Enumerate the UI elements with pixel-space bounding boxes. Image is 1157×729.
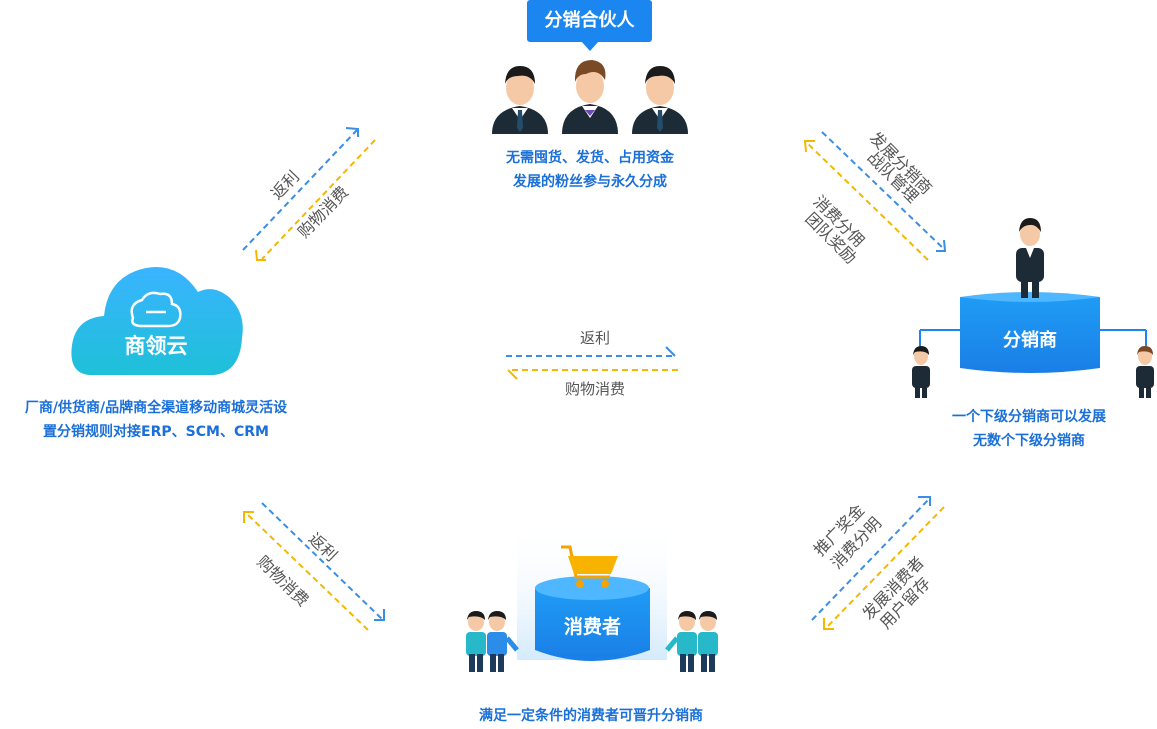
distributor-desc-line2: 无数个下级分销商 <box>973 433 1085 449</box>
distributor-desc-line1: 一个下级分销商可以发展 <box>952 409 1106 425</box>
cloud-shape <box>71 267 243 375</box>
partner-figures <box>492 60 688 134</box>
arrow-top-right-blue <box>821 131 947 252</box>
arrow-center-yellow <box>507 369 678 380</box>
cloud-description: 厂商/供货商/品牌商全渠道移动商城灵活设 置分销规则对接ERP、SCM、CRM <box>0 396 312 444</box>
distributor-description: 一个下级分销商可以发展 无数个下级分销商 <box>924 405 1134 453</box>
partner-badge: 分销合伙人 <box>527 0 652 51</box>
consumer-description: 满足一定条件的消费者可晋升分销商 <box>479 708 703 724</box>
center-label-rebate: 返利 <box>579 329 610 347</box>
arrow-bottom-right-yellow <box>823 506 945 630</box>
center-label-shopping: 购物消费 <box>564 380 625 398</box>
arrow-bottom-left-yellow <box>243 511 369 631</box>
partner-desc-line1: 无需囤货、发货、占用资金 <box>506 150 674 166</box>
arrow-top-right-yellow <box>803 140 929 261</box>
consumer-people-left <box>466 611 519 672</box>
consumer-cylinder <box>517 520 667 661</box>
distributor-platform <box>912 218 1154 398</box>
arrow-top-left-yellow <box>255 139 376 261</box>
partner-desc-line2: 发展的粉丝参与永久分成 <box>513 174 667 190</box>
consumer-name: 消费者 <box>563 616 621 638</box>
arrow-bottom-left-blue <box>261 502 385 621</box>
distributor-name: 分销商 <box>1003 330 1057 351</box>
cloud-name: 商领云 <box>124 334 188 358</box>
partner-description: 无需囤货、发货、占用资金 发展的粉丝参与永久分成 <box>470 146 710 194</box>
consumer-people-right <box>665 611 718 672</box>
cloud-desc-line1: 厂商/供货商/品牌商全渠道移动商城灵活设 <box>24 400 288 416</box>
cart-icon <box>561 545 618 588</box>
arrow-center-blue <box>506 346 676 357</box>
cloud-desc-line2: 置分销规则对接ERP、SCM、CRM <box>43 424 269 440</box>
arrow-top-left-blue <box>242 127 359 251</box>
arrow-bottom-right-blue <box>811 496 931 621</box>
